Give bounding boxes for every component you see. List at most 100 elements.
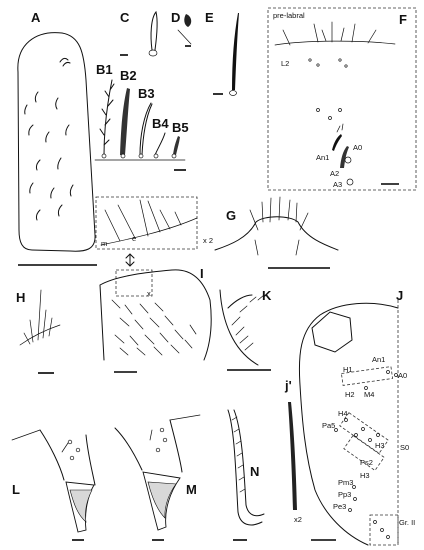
panel-label-b1: B1 [96,62,113,77]
panel-label-b4: B4 [152,116,169,131]
socket-b1 [101,153,107,159]
label-s0: S0 [400,443,409,452]
panel-label-h: H [16,290,25,305]
label-an1-f: An1 [316,153,329,162]
claw-m-inner [147,481,177,519]
outline-g [214,216,339,251]
panel-b: B1 B2 B3 B4 B5 [94,62,189,171]
socket-c [148,49,158,57]
pore [338,108,342,112]
seta-a2 [340,146,349,168]
seta-c [150,10,158,51]
claw-l-inner [69,489,93,523]
label-h3-a: H3 [375,441,385,450]
socket-b5 [171,153,177,159]
pore [354,433,358,437]
setae-i [111,299,197,356]
label-a0-j: A0 [398,371,407,380]
body-setae [24,57,74,221]
pore [159,427,165,433]
pore [344,64,348,68]
seta-an1 [332,134,342,151]
label-e: e [132,234,136,243]
prelabral-setae [282,21,377,46]
panel-f: F pre-labral L2 An1 A0 A2 A3 [267,7,417,191]
panel-label-a: A [31,10,41,25]
pore [344,418,348,422]
label-h4: H4 [338,409,348,418]
label-pp3: Pp3 [338,490,351,499]
pore [353,497,357,501]
label-h1: H1 [343,365,353,374]
pore [162,437,168,443]
seta-b4 [154,132,166,156]
panel-l: L [11,429,96,541]
socket-a0 [344,156,352,164]
pore [352,485,356,489]
outline-i [99,269,212,361]
panel-label-f: F [399,12,407,27]
panel-label-b3: B3 [138,86,155,101]
seta-j-prime [288,402,297,510]
panel-label-b5: B5 [172,120,189,135]
label-m: m [101,239,107,248]
label-a0-f: A0 [353,143,362,152]
label-x2-i: x 2 [203,236,213,245]
label-pa5: Pa5 [322,421,335,430]
setae-g-lower [254,239,300,256]
pore [373,520,377,524]
panel-a: A [17,10,97,266]
pore [348,508,352,512]
pore [75,447,81,453]
pore [386,370,390,374]
panel-label-i: I [200,266,204,281]
panel-h: H [16,289,61,374]
arrow-i [125,253,135,267]
claw-n [227,409,265,526]
group-box-3 [343,434,385,472]
leg-m [114,419,183,473]
label-pm3: Pm3 [338,478,353,487]
label-an1-j: An1 [372,355,385,364]
socket-b2 [120,153,126,159]
line-d [177,29,192,45]
pore [67,439,73,445]
seta-b3 [139,102,153,156]
panel-d: D [171,10,192,47]
label-prelabral: pre-labral [273,11,305,20]
pore [364,386,368,390]
leg-l [39,429,96,486]
setae-l [11,429,71,453]
pore [328,116,332,120]
inset-edge [100,217,198,246]
panel-g: G [214,196,339,269]
panel-label-j: J [396,288,403,303]
pore [394,373,398,377]
seta-b2 [120,88,130,155]
denticles-n [231,416,246,493]
pore [361,427,365,431]
panel-c: C [120,10,158,57]
pore [380,528,384,532]
panel-label-n: N [250,464,259,479]
socket-b4 [153,153,159,159]
panel-label-g: G [226,208,236,223]
setae-h [19,289,61,346]
pore [316,108,320,112]
label-a2-f: A2 [330,169,339,178]
label-h3-b: H3 [360,471,370,480]
panel-label-d: D [171,10,180,25]
group-box-grII [369,514,399,546]
label-a3-f: A3 [333,180,342,189]
panel-label-c: C [120,10,130,25]
panel-label-l: L [12,482,20,497]
panel-j: J H1 An1 A0 H2 M4 H4 H3 Pa5 S0 Ps2 H3 Pm… [298,288,415,546]
panel-k: K [219,288,272,371]
body-outline [17,32,96,252]
seta-b1 [99,79,115,156]
pore [316,63,320,67]
panel-label-b2: B2 [120,68,137,83]
labral-line [274,40,396,46]
socket-a3 [346,178,354,186]
pore [155,447,161,453]
